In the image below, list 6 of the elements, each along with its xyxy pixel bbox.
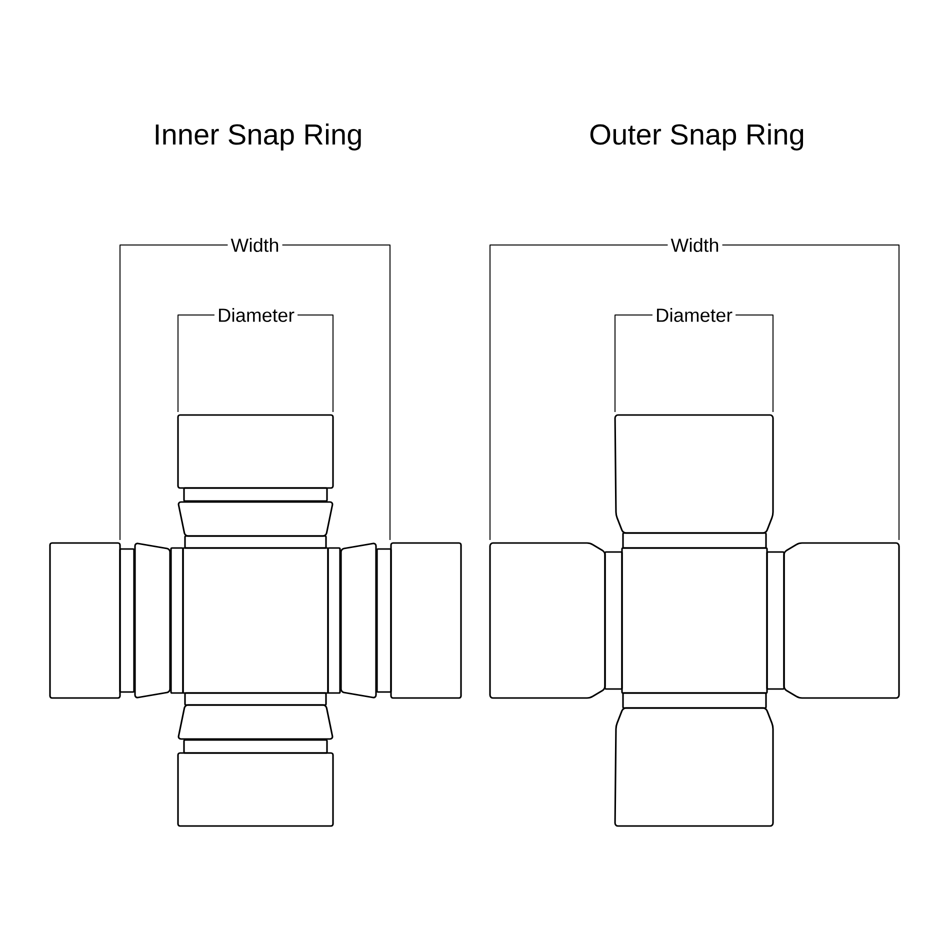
dimension-label: Width [228, 235, 282, 255]
dimension-label: Diameter [652, 305, 736, 325]
heading: Outer Snap Ring [590, 123, 804, 151]
heading: Inner Snap Ring [156, 123, 361, 151]
dimension-label: Width [668, 235, 722, 255]
dimension-label: Diameter [214, 305, 298, 325]
